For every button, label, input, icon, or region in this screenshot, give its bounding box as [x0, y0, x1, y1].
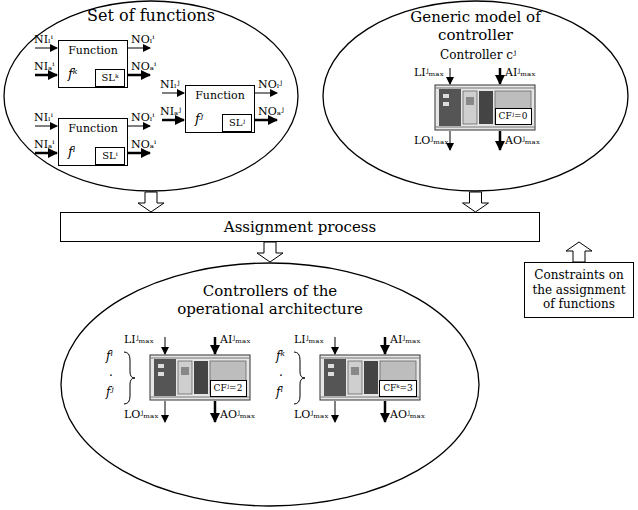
- group-ellipse: Controllers of the operational architect…: [60, 262, 480, 507]
- small-box-label: SLⁱ: [102, 150, 118, 162]
- function-symbol: fˡ: [276, 386, 283, 399]
- small-box-label: CFᵏ=3: [383, 383, 413, 394]
- function-symbol: .: [109, 366, 113, 379]
- function-label: Function: [59, 44, 127, 57]
- function-symbol: fⁱ: [106, 350, 113, 363]
- small-box: CFʲ=2: [210, 380, 247, 397]
- small-box-label: CFʲ=0: [499, 111, 528, 122]
- controller-picture: [435, 85, 535, 130]
- brace: [124, 352, 135, 404]
- box-label: Constraints on the assignment of functio…: [529, 268, 629, 311]
- port-label: NOₐⁱ: [131, 138, 156, 151]
- process-box: Assignment process: [60, 212, 540, 242]
- port-label: AIʲₘₐₓ: [505, 66, 536, 79]
- process-box: Constraints on the assignment of functio…: [524, 262, 634, 318]
- port-label: NIₗʲ: [160, 78, 180, 91]
- function-box: Function fⁱ SLⁱ: [58, 118, 128, 166]
- small-box: SLⁱ: [95, 147, 125, 165]
- port-label: LOʲₘₐₓ: [414, 134, 449, 147]
- port-label: LIʲₘₐₓ: [124, 333, 154, 346]
- small-box-label: SLᵏ: [101, 72, 118, 84]
- function-label: Function: [59, 122, 127, 135]
- group-title: Controllers of the operational architect…: [160, 282, 380, 318]
- port-label: AOʲₘₐₓ: [390, 408, 426, 421]
- block-arrow: [566, 242, 592, 262]
- port-label: NOₗⁱ: [131, 111, 155, 124]
- brace: [294, 352, 305, 404]
- function-box: Function fᵏ SLᵏ: [58, 40, 128, 88]
- group-title: Generic model of controller: [386, 8, 566, 44]
- small-box: CFʲ=0: [495, 108, 532, 125]
- port-label: NIₗⁱ: [34, 33, 53, 46]
- port-label: NIₐⁱ: [34, 138, 54, 151]
- port-label: LOʲₘₐₓ: [294, 408, 329, 421]
- group-title: Set of functions: [51, 6, 251, 25]
- port-label: LIʲₘₐₓ: [294, 333, 324, 346]
- port-label: NOₐⁱ: [131, 60, 156, 73]
- port-label: NIₐʲ: [160, 105, 181, 118]
- small-box: SLᵏ: [95, 69, 125, 87]
- port-label: NOₐʲ: [258, 105, 284, 118]
- group-ellipse: Generic model of controllerCFʲ=0: [322, 0, 629, 192]
- small-box: CFᵏ=3: [379, 380, 417, 397]
- group-ellipse: Set of functionsFunctionfᵏSLᵏFunctionfʲS…: [3, 0, 299, 192]
- function-symbol: fⁱ: [68, 144, 75, 160]
- port-label: AOʲₘₐₓ: [505, 134, 541, 147]
- function-symbol: fᵏ: [68, 66, 78, 82]
- controller-label: Controller cʲ: [440, 49, 516, 62]
- function-symbol: .: [279, 366, 283, 379]
- controller-picture: [320, 355, 420, 400]
- function-symbol: fʲ: [195, 111, 203, 127]
- port-label: LOʲₘₐₓ: [124, 408, 159, 421]
- port-label: AIʲₘₐₓ: [390, 333, 421, 346]
- small-box-label: SLʲ: [229, 117, 245, 129]
- controller-picture: [150, 355, 250, 400]
- port-label: NOₗⁱ: [131, 33, 155, 46]
- small-box-label: CFʲ=2: [214, 383, 243, 394]
- small-box: SLʲ: [222, 114, 252, 132]
- function-symbol: fʲ: [106, 386, 114, 399]
- port-label: AOʲₘₐₓ: [220, 408, 256, 421]
- block-arrow: [138, 192, 164, 212]
- block-arrow: [463, 192, 489, 212]
- port-label: LIʲₘₐₓ: [414, 66, 444, 79]
- port-label: NOₗʲ: [258, 78, 282, 91]
- port-label: NIₐⁱ: [34, 60, 54, 73]
- function-symbol: fᵏ: [276, 350, 285, 363]
- block-arrow: [257, 242, 283, 262]
- port-label: NIₗⁱ: [34, 111, 53, 124]
- port-label: AIʲₘₐₓ: [220, 333, 251, 346]
- box-label: Assignment process: [224, 218, 376, 236]
- function-box: Function fʲ SLʲ: [185, 85, 255, 133]
- function-label: Function: [186, 89, 254, 102]
